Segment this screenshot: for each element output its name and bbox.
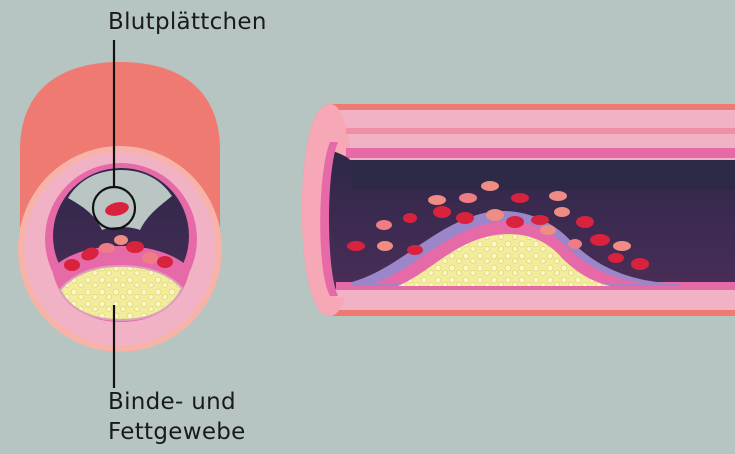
red-blood-cell	[540, 225, 556, 235]
red-blood-cell	[433, 206, 451, 218]
red-blood-cell	[142, 252, 158, 264]
red-blood-cell	[568, 239, 582, 249]
red-blood-cell	[407, 245, 423, 255]
red-blood-cell	[486, 209, 504, 221]
red-blood-cell	[631, 258, 649, 270]
red-blood-cell	[377, 241, 393, 251]
red-blood-cell	[576, 216, 594, 228]
red-blood-cell	[64, 259, 80, 271]
red-blood-cell	[481, 181, 499, 191]
red-blood-cell	[613, 241, 631, 251]
red-blood-cell	[554, 207, 570, 217]
red-blood-cell	[590, 234, 610, 246]
red-blood-cell	[99, 243, 115, 253]
red-blood-cell	[608, 253, 624, 263]
red-blood-cell	[428, 195, 446, 205]
red-blood-cell	[531, 215, 549, 225]
red-blood-cell	[347, 241, 365, 251]
red-blood-cell	[376, 220, 392, 230]
artery-longitudinal-section	[302, 104, 735, 316]
red-blood-cell	[456, 212, 474, 224]
red-blood-cell	[114, 235, 128, 245]
label-tissue-line1: Binde- und	[108, 388, 236, 416]
artery-cross-section	[18, 40, 222, 388]
red-blood-cell	[549, 191, 567, 201]
label-tissue-line2: Fettgewebe	[108, 418, 246, 446]
red-blood-cell	[511, 193, 529, 203]
red-blood-cell	[403, 213, 417, 223]
red-blood-cell	[126, 241, 144, 253]
label-platelets: Blutplättchen	[108, 8, 267, 36]
red-blood-cell	[506, 216, 524, 228]
red-blood-cell	[459, 193, 477, 203]
red-blood-cell	[157, 256, 173, 268]
